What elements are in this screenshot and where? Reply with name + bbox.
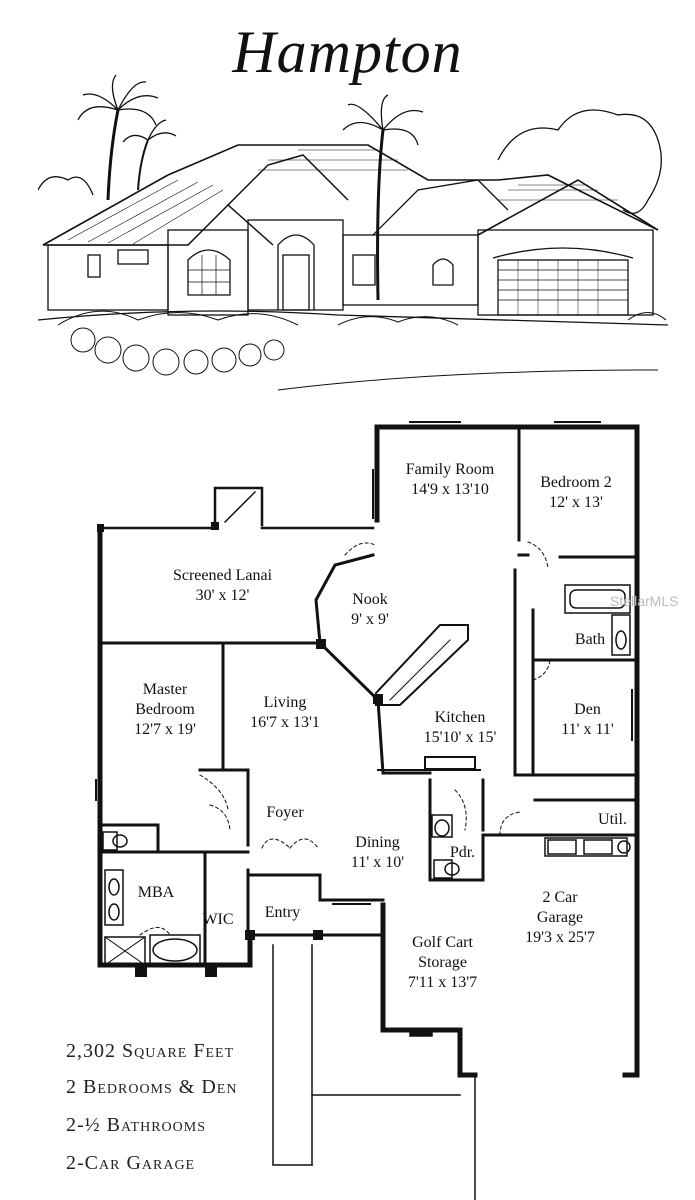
feature-square-feet: 2,302 Square Feet [66, 1040, 235, 1062]
room-master-bath: MBA [137, 884, 175, 901]
room-walk-in-closet: WIC [202, 911, 234, 928]
feature-bedrooms: 2 Bedrooms & Den [66, 1076, 238, 1098]
bath-fixtures [102, 584, 631, 966]
room-kitchen: Kitchen 15'10' x 15' [423, 709, 497, 746]
room-util: Util. [598, 811, 627, 828]
room-foyer: Foyer [266, 804, 304, 821]
room-nook: Nook 9' x 9' [351, 591, 389, 628]
plan-title: Hampton [232, 19, 463, 85]
room-family-room: Family Room 14'9 x 13'10 [405, 461, 495, 498]
room-master-bedroom: Master Bedroom 12'7 x 19' [134, 681, 196, 738]
room-powder: Pdr. [449, 844, 476, 861]
feature-bathrooms: 2-½ Bathrooms [66, 1114, 207, 1136]
room-den: Den 11' x 11' [561, 701, 614, 738]
room-dining: Dining 11' x 10' [350, 834, 405, 871]
room-screened-lanai: Screened Lanai 30' x 12' [172, 567, 273, 604]
feature-garage: 2-Car Garage [66, 1152, 196, 1174]
palm-tree-center [342, 94, 424, 301]
room-golf-cart-storage: Golf Cart Storage 7'11 x 13'7 [407, 934, 478, 991]
palm-tree-left [77, 74, 177, 201]
floor-plan [95, 421, 640, 1200]
watermark: StellarMLS [610, 593, 679, 609]
room-bath: Bath [574, 631, 606, 648]
exterior-walls [97, 424, 640, 1078]
house-elevation-sketch [38, 74, 668, 391]
room-garage: 2 Car Garage 19'3 x 25'7 [525, 889, 595, 946]
room-bedroom-2: Bedroom 2 12' x 13' [540, 474, 612, 511]
room-entry: Entry [264, 904, 301, 921]
room-living: Living 16'7 x 13'1 [250, 694, 320, 731]
